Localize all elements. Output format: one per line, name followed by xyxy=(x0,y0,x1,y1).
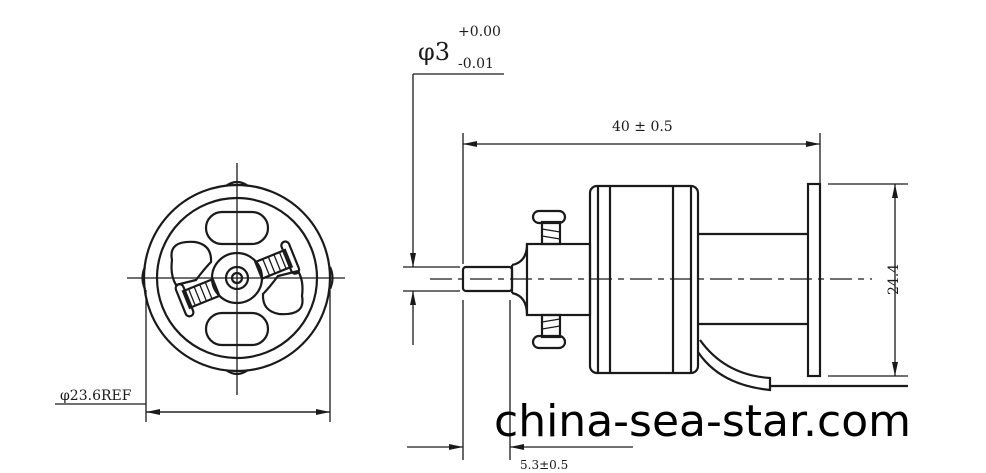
shaft-tolerance-lower: -0.01 xyxy=(458,56,494,72)
shaft-diameter-label: φ3 xyxy=(418,38,450,66)
shaft-length-label: 5.3±0.5 xyxy=(520,458,568,472)
front-diameter-label: φ23.6REF xyxy=(60,388,132,404)
overall-length-label: 40 ± 0.5 xyxy=(612,119,673,135)
watermark: china-sea-star.com xyxy=(494,396,912,447)
side-view: 24.4 40 ± 0.5 φ3 +0.00 -0.01 5.3±0.5 xyxy=(403,24,908,472)
front-view: φ23.6REF xyxy=(55,163,345,422)
shaft-tolerance-upper: +0.00 xyxy=(458,24,501,40)
flange-height-label: 24.4 xyxy=(886,264,902,295)
